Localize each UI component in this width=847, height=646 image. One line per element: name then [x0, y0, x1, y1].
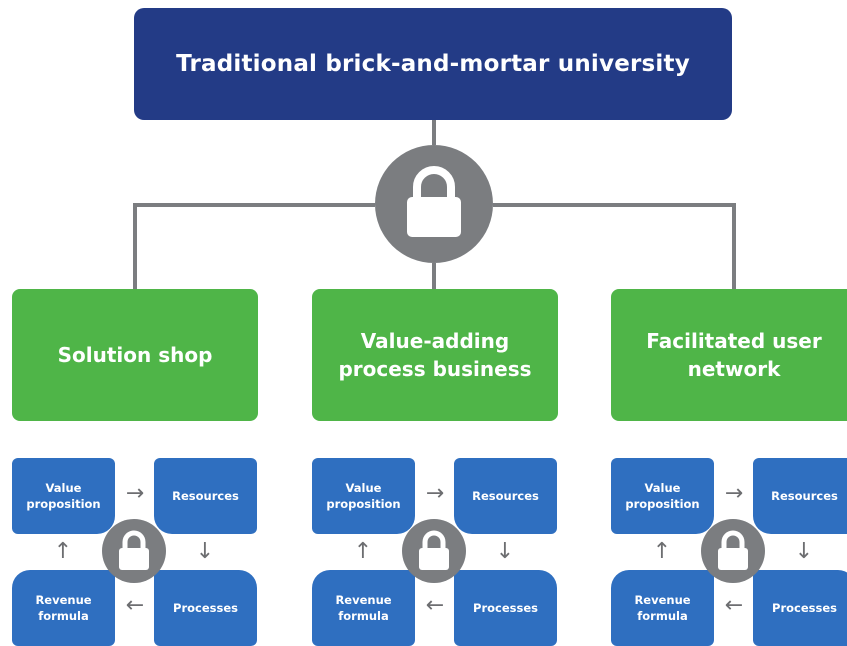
arrow-right-icon: →: [425, 481, 445, 506]
lock-icon: [407, 166, 461, 237]
model-box-value-adding-process: Value-adding process business: [312, 289, 558, 421]
top-box-title: Traditional brick-and-mortar university: [176, 51, 690, 77]
arrow-left-icon: ←: [724, 593, 744, 618]
resources-label: Resources: [472, 489, 539, 503]
value-proposition-label: Value proposition: [26, 481, 101, 511]
value-proposition-label: Value proposition: [625, 481, 700, 511]
model-box-facilitated-user-network: Facilitated user network: [611, 289, 847, 421]
arrow-up-icon: ↑: [652, 539, 672, 564]
arrow-right-icon: →: [724, 481, 744, 506]
arrow-left-icon: ←: [425, 593, 445, 618]
arrow-up-icon: ↑: [53, 539, 73, 564]
business-model-cycle: Value proposition Resources Revenue form…: [611, 458, 847, 646]
arrow-down-icon: ↓: [794, 539, 814, 564]
processes-box: Processes: [154, 570, 257, 646]
lock-icon: [119, 530, 149, 570]
processes-label: Processes: [772, 601, 837, 615]
resources-box: Resources: [454, 458, 557, 534]
processes-label: Processes: [473, 601, 538, 615]
resources-box: Resources: [154, 458, 257, 534]
arrow-down-icon: ↓: [495, 539, 515, 564]
resources-label: Resources: [771, 489, 838, 503]
model-box-solution-shop: Solution shop: [12, 289, 258, 421]
arrow-up-icon: ↑: [353, 539, 373, 564]
model-label: Value-adding process business: [338, 329, 532, 381]
business-model-cycle: Value proposition Resources Revenue form…: [312, 458, 558, 646]
revenue-formula-label: Revenue formula: [35, 593, 92, 623]
top-box: Traditional brick-and-mortar university: [134, 8, 732, 120]
cycle-lock: [402, 519, 466, 583]
value-proposition-box: Value proposition: [312, 458, 415, 534]
resources-box: Resources: [753, 458, 847, 534]
arrow-right-icon: →: [125, 481, 145, 506]
arrow-left-icon: ←: [125, 593, 145, 618]
central-lock: [375, 145, 493, 263]
processes-box: Processes: [753, 570, 847, 646]
processes-label: Processes: [173, 601, 238, 615]
lock-icon: [419, 530, 449, 570]
revenue-formula-box: Revenue formula: [12, 570, 115, 646]
value-proposition-box: Value proposition: [12, 458, 115, 534]
lock-icon: [718, 530, 748, 570]
revenue-formula-box: Revenue formula: [611, 570, 714, 646]
model-label: Solution shop: [57, 343, 213, 367]
model-label: Facilitated user network: [646, 329, 822, 381]
cycle-lock: [701, 519, 765, 583]
value-proposition-box: Value proposition: [611, 458, 714, 534]
revenue-formula-label: Revenue formula: [335, 593, 392, 623]
revenue-formula-label: Revenue formula: [634, 593, 691, 623]
value-proposition-label: Value proposition: [326, 481, 401, 511]
resources-label: Resources: [172, 489, 239, 503]
arrow-down-icon: ↓: [195, 539, 215, 564]
cycle-lock: [102, 519, 166, 583]
processes-box: Processes: [454, 570, 557, 646]
business-model-cycle: Value proposition Resources Revenue form…: [12, 458, 258, 646]
revenue-formula-box: Revenue formula: [312, 570, 415, 646]
